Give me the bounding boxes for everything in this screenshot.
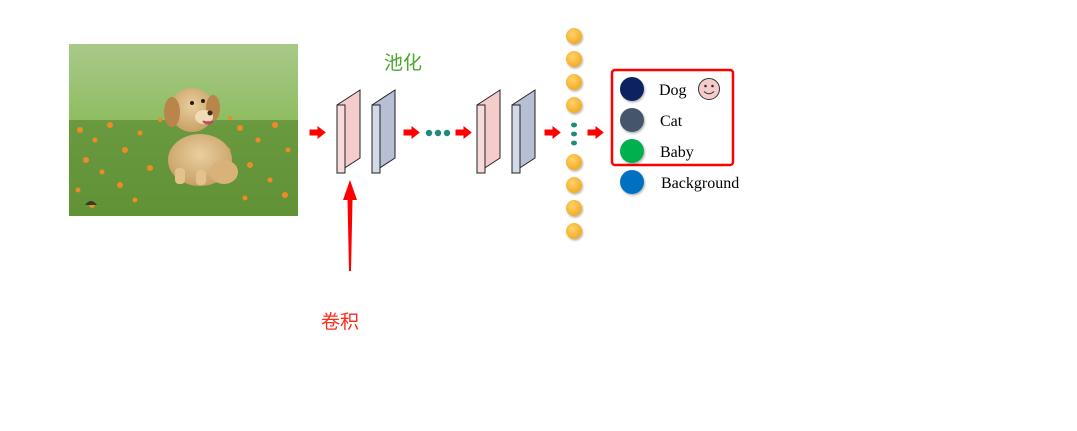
arrow-4 [544, 125, 561, 140]
arrow-1 [309, 125, 326, 140]
class-label-cat: Cat [660, 113, 683, 130]
class-item-cat: Cat [620, 108, 683, 132]
class-label-background: Background [661, 175, 739, 192]
class-item-dog: Dog [620, 77, 720, 101]
class-label-dog: Dog [659, 82, 687, 99]
vertical-ellipsis [571, 122, 577, 146]
horizontal-ellipsis [425, 129, 451, 137]
convolution-pointer-arrow [343, 180, 357, 271]
fc-neurons [566, 28, 582, 239]
input-dog-image [69, 44, 298, 216]
flower-field [75, 116, 291, 208]
conv-layer-2 [476, 89, 501, 174]
class-dot-background [620, 170, 644, 194]
pool-layer-2 [511, 89, 536, 174]
pooling-label: 池化 [384, 52, 422, 74]
convolution-label: 卷积 [321, 311, 359, 333]
class-dot-baby [620, 139, 644, 163]
puppy [164, 88, 238, 186]
prediction-highlight-box [610, 68, 735, 167]
class-label-baby: Baby [660, 144, 694, 161]
arrow-2 [403, 125, 420, 140]
class-dot-dog [620, 77, 644, 101]
arrow-5 [587, 125, 604, 140]
class-item-background: Background [620, 170, 739, 194]
class-dot-cat [620, 108, 644, 132]
flow-arrows [309, 125, 604, 140]
smiley-face-icon [698, 78, 720, 100]
arrow-3 [455, 125, 472, 140]
pool-layer-1 [371, 89, 396, 174]
class-item-baby: Baby [620, 139, 694, 163]
conv-layer-1 [336, 89, 361, 174]
